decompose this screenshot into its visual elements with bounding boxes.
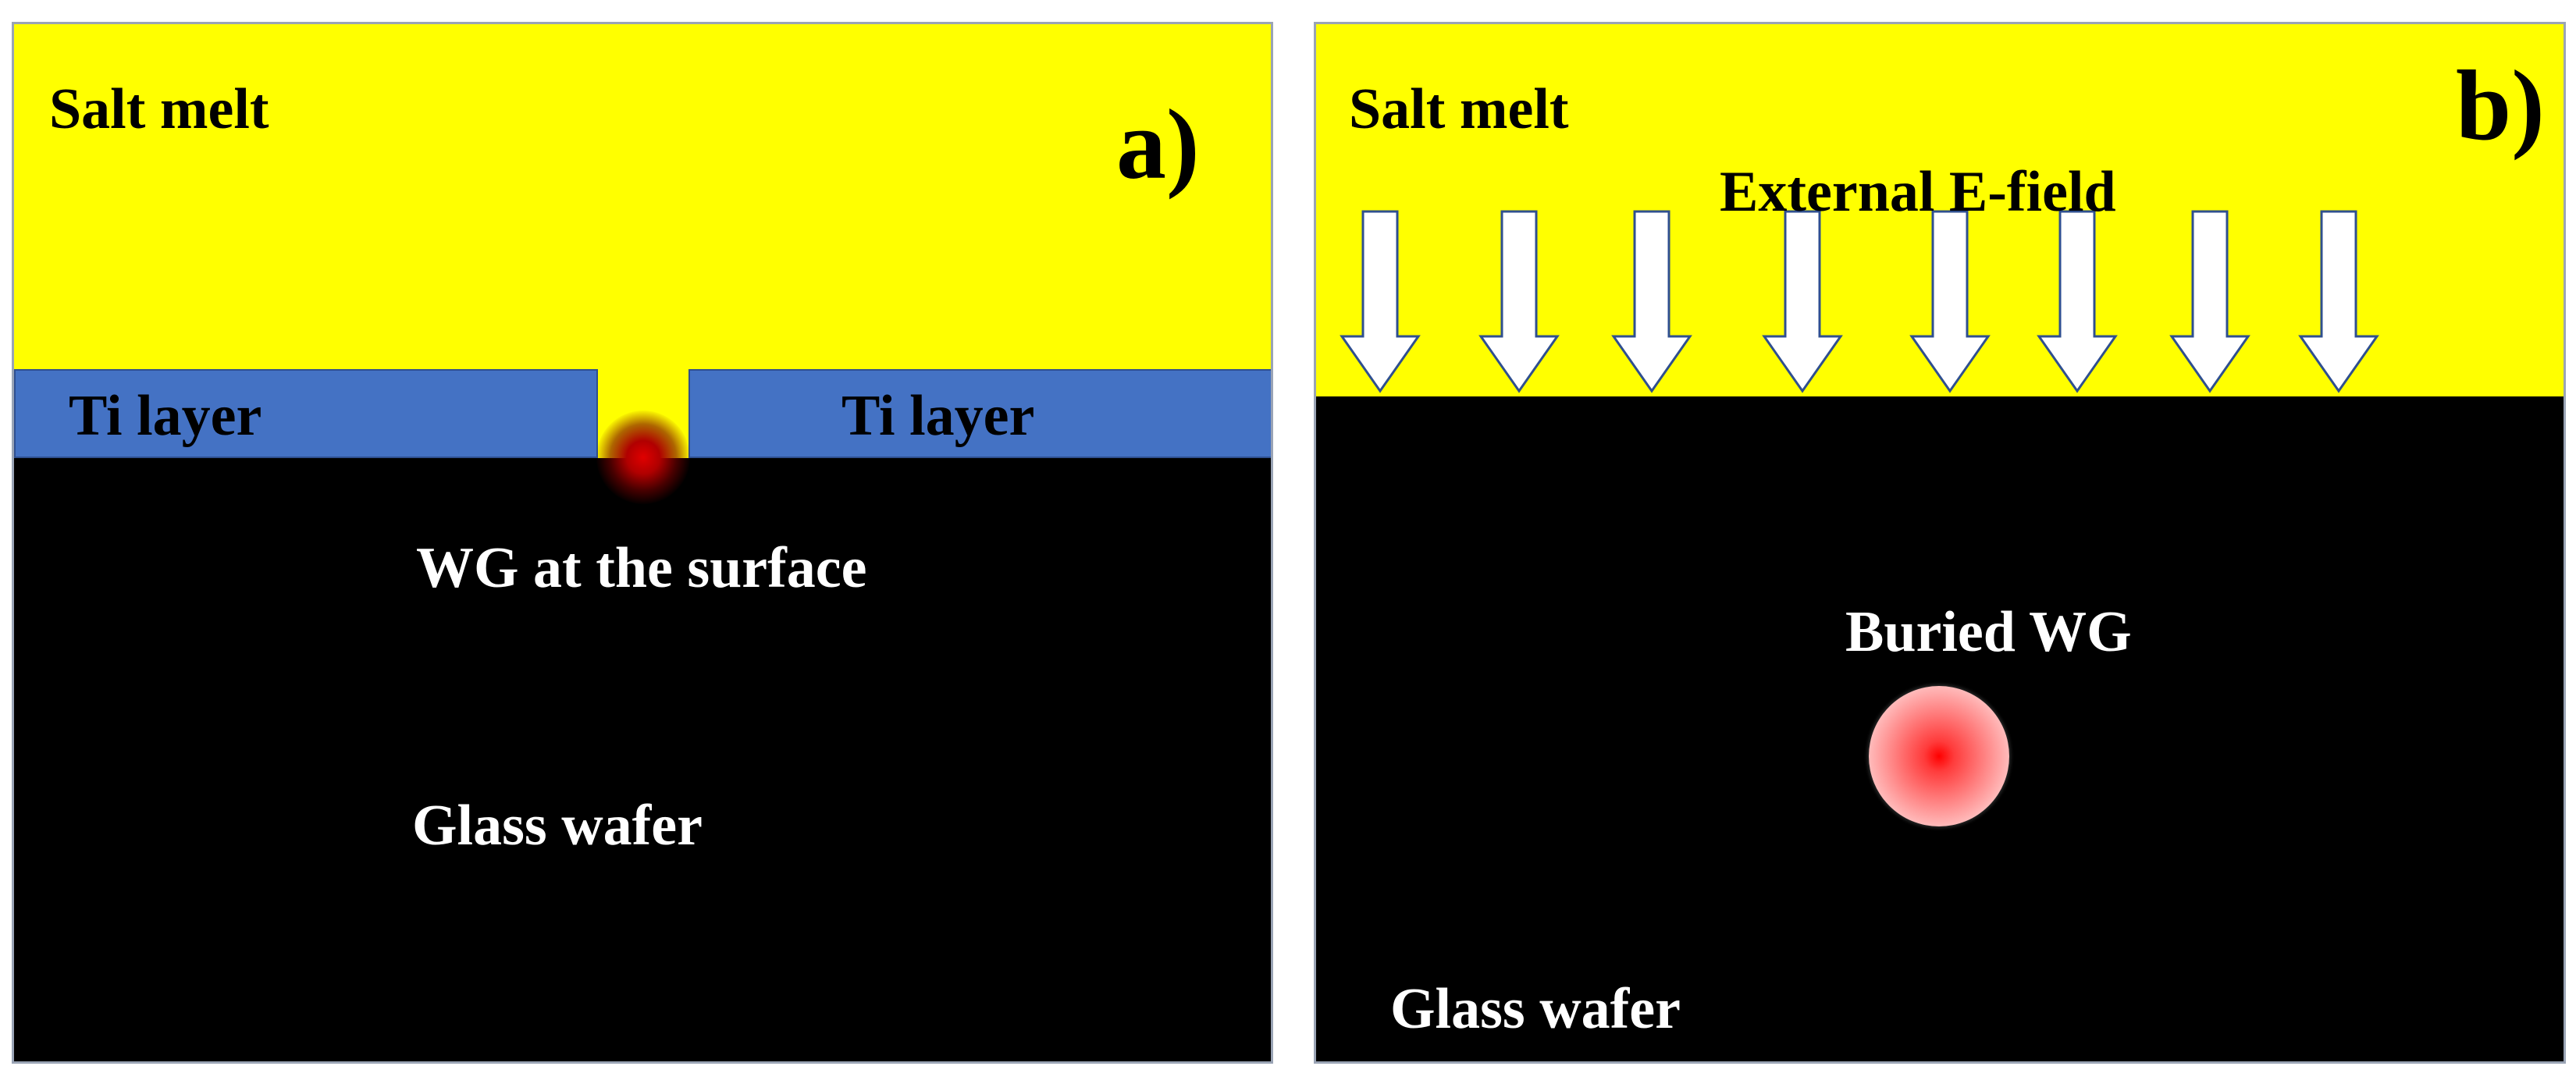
panel-label: a): [1116, 89, 1200, 200]
e-field-arrows: [1340, 210, 2379, 393]
field-label: External E-field: [1720, 160, 2116, 224]
surface-waveguide: [596, 410, 690, 504]
e-field-arrow: [1611, 210, 1692, 393]
ti-layer-left: [14, 369, 598, 458]
salt-melt-label: Salt melt: [49, 77, 269, 141]
ti-layer-left-label: Ti layer: [69, 384, 262, 448]
panel-b: Salt melt b) External E-field Buried WG …: [1314, 22, 2566, 1064]
panel-label: b): [2456, 50, 2545, 161]
e-field-arrow: [2298, 210, 2379, 393]
panel-a: Salt melt a) Ti layer Ti layer WG at the…: [12, 22, 1273, 1064]
ti-layer-right: [688, 369, 1271, 458]
e-field-arrow: [1478, 210, 1560, 393]
buried-waveguide: [1869, 686, 2009, 826]
waveguide-label: Buried WG: [1845, 600, 2132, 664]
salt-melt-region: [14, 24, 1271, 371]
salt-melt-label: Salt melt: [1349, 77, 1569, 141]
e-field-arrow: [2037, 210, 2118, 393]
e-field-arrow: [1762, 210, 1843, 393]
substrate-label: Glass wafer: [1390, 977, 1681, 1041]
ti-layer-right-label: Ti layer: [841, 384, 1035, 448]
e-field-arrow: [1909, 210, 1991, 393]
e-field-arrow: [2169, 210, 2250, 393]
waveguide-label: WG at the surface: [416, 536, 867, 600]
e-field-arrow: [1340, 210, 1421, 393]
substrate-label: Glass wafer: [412, 794, 703, 858]
